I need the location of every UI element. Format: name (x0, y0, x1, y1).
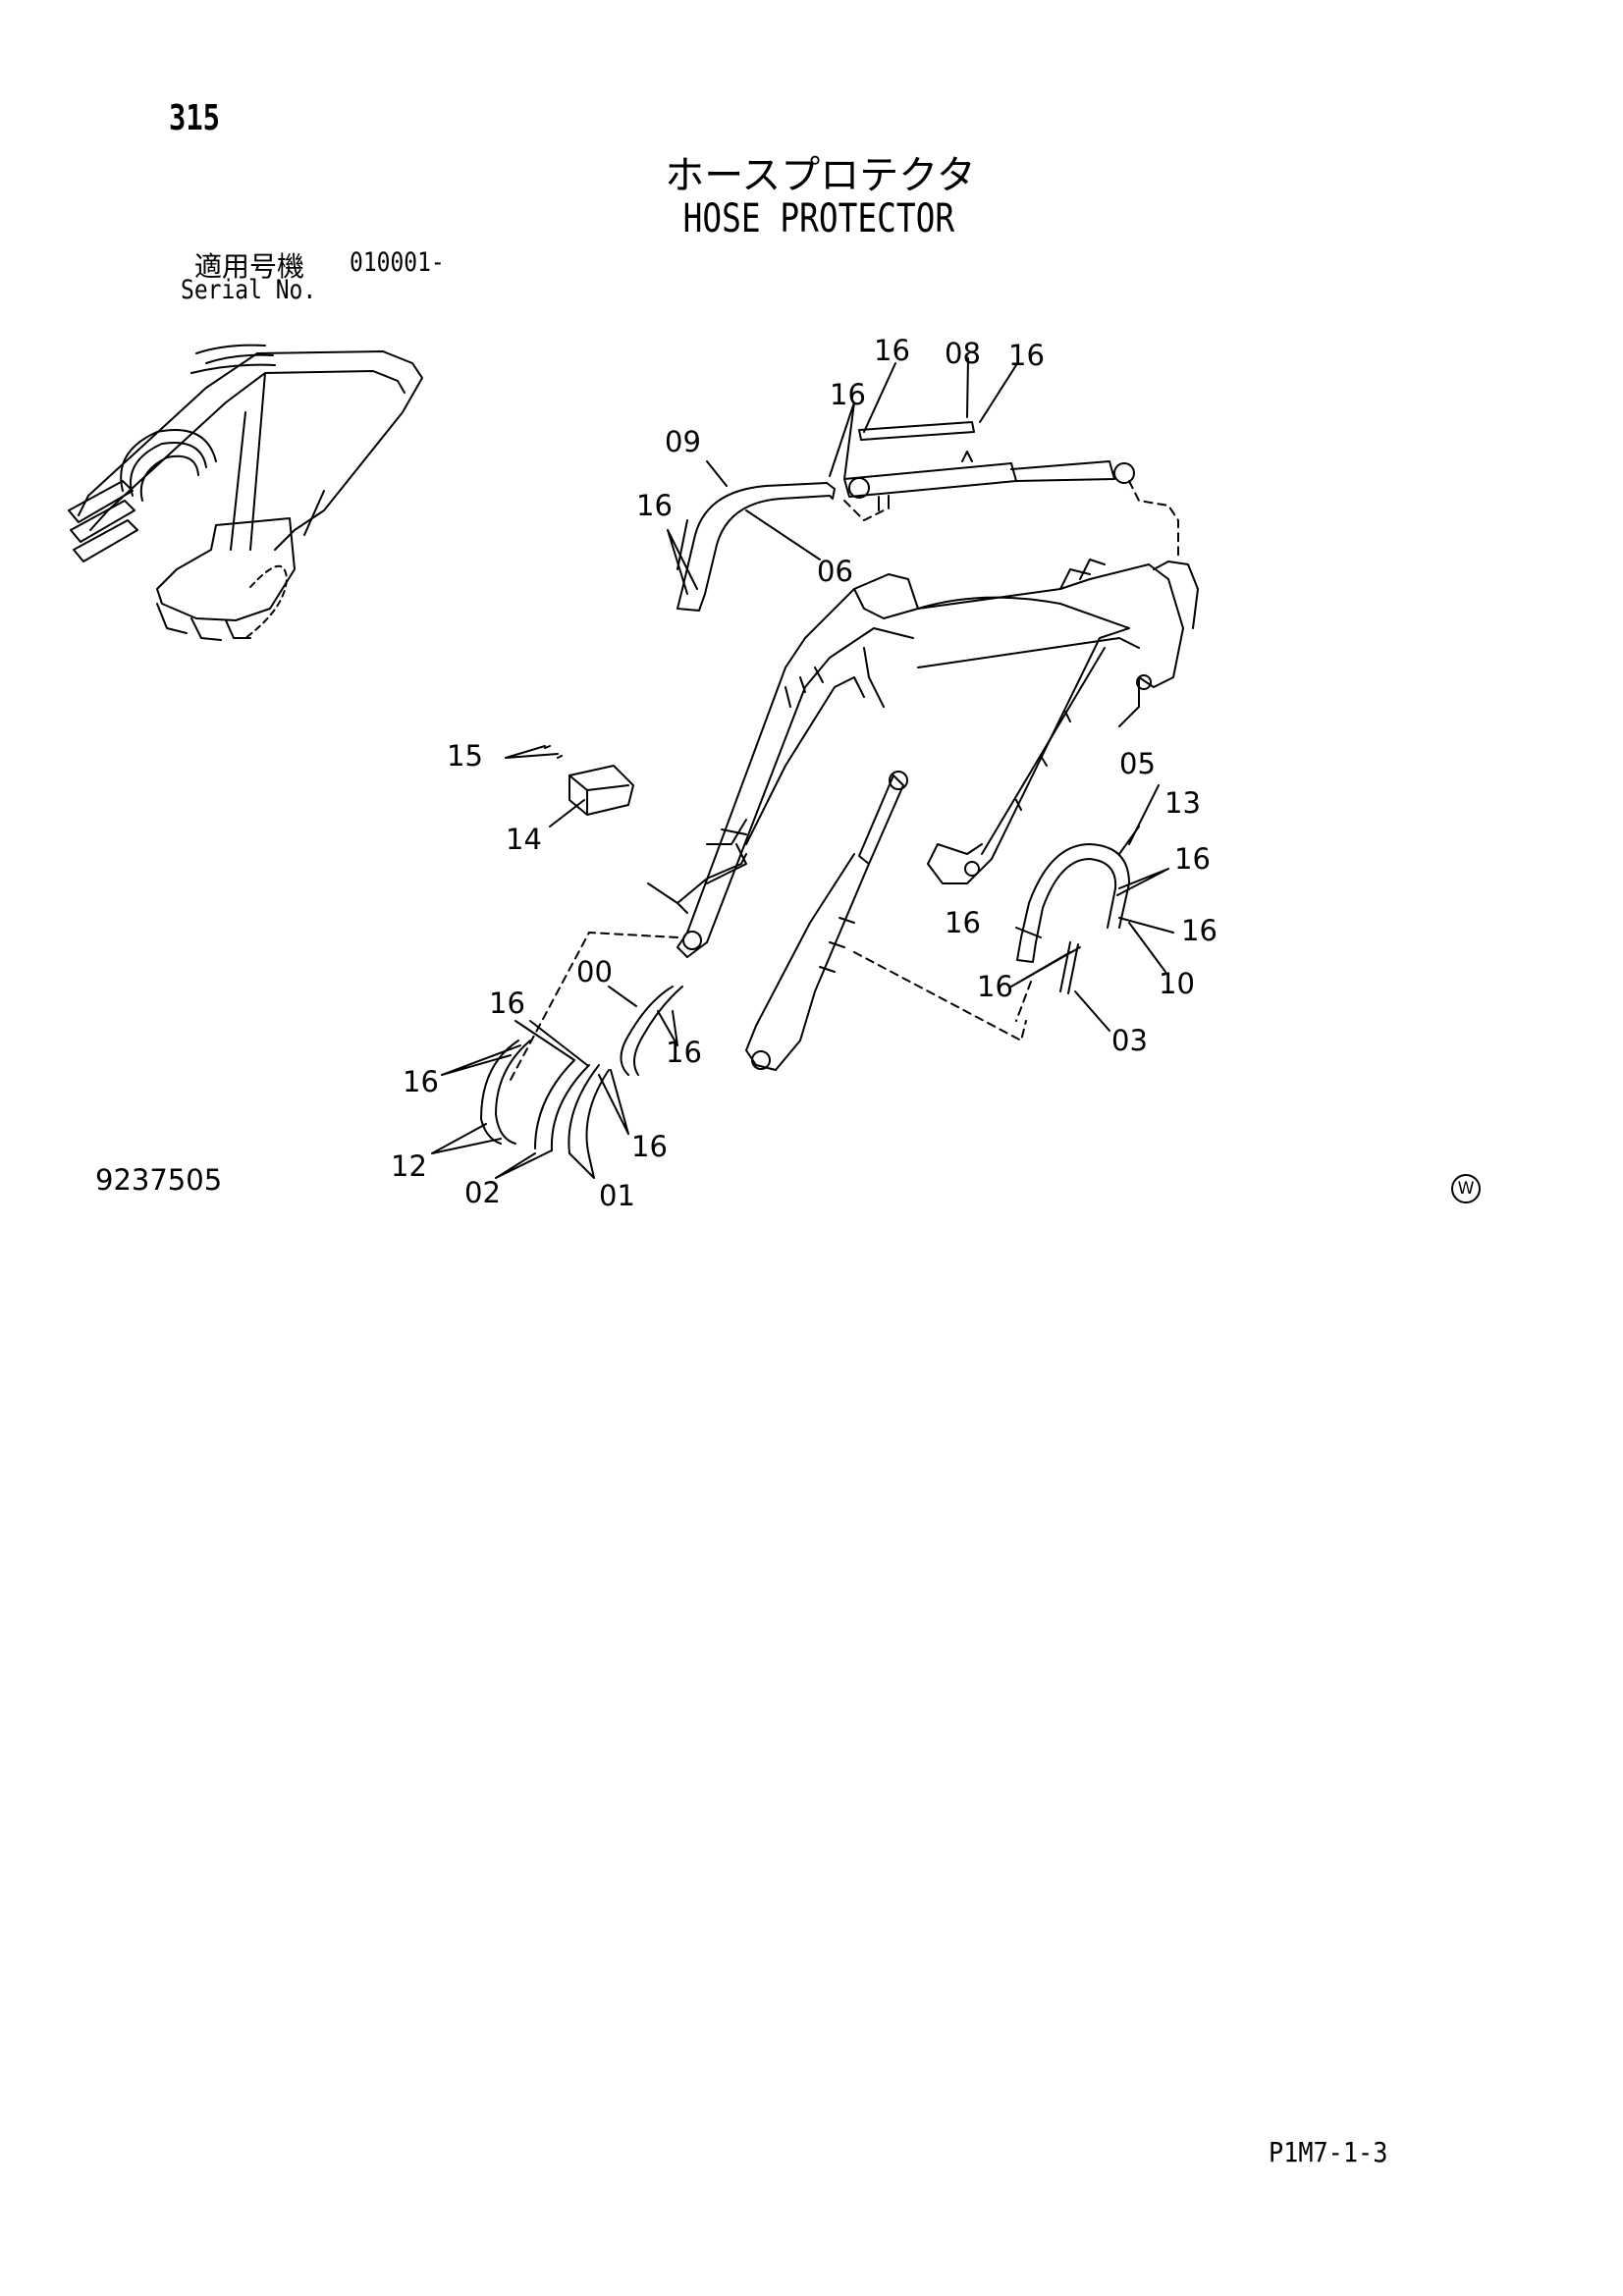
title-japanese: ホースプロテクタ (665, 153, 976, 198)
callout-16: 16 (631, 1130, 668, 1163)
callout-10: 10 (1159, 967, 1195, 1000)
callout-14: 14 (506, 823, 542, 856)
serial-number-value: 010001- (350, 247, 445, 278)
callout-16: 16 (489, 987, 525, 1020)
hose-08 (858, 421, 975, 441)
callout-16: 16 (830, 378, 866, 411)
title-english: HOSE PROTECTOR (682, 196, 955, 241)
callout-08: 08 (945, 337, 981, 370)
callout-15: 15 (447, 739, 483, 773)
parts-diagram: 16 08 16 16 09 16 06 15 14 05 13 16 16 1… (68, 334, 1217, 1212)
callout-16: 16 (945, 906, 981, 939)
serial-label-japanese: 適用号機 (194, 250, 305, 283)
callout-16: 16 (666, 1036, 702, 1069)
page-number: 315 (169, 98, 221, 138)
overview-thumbnail (68, 344, 423, 641)
callout-00: 00 (576, 955, 613, 988)
callout-12: 12 (391, 1149, 427, 1183)
arm-cylinder-top (843, 451, 1179, 561)
callout-01: 01 (599, 1179, 635, 1212)
copyright-mark: W (1451, 1174, 1481, 1203)
callout-16: 16 (1174, 842, 1211, 876)
callout-09: 09 (665, 425, 701, 458)
hose-09-06 (676, 482, 836, 612)
drawing-number: 9237505 (95, 1163, 223, 1197)
page-code: P1M7-1-3 (1269, 2136, 1388, 2168)
callout-labels: 16 08 16 16 09 16 06 15 14 05 13 16 16 1… (391, 334, 1217, 1212)
callout-16: 16 (874, 334, 910, 367)
callout-06: 06 (817, 555, 853, 588)
callout-03: 03 (1111, 1024, 1148, 1057)
callout-16: 16 (403, 1065, 439, 1098)
callout-16: 16 (1008, 339, 1045, 372)
callout-16: 16 (1181, 914, 1217, 947)
hose-03 (1059, 941, 1079, 994)
hose-05 (1016, 843, 1130, 963)
boom-structure (647, 559, 1199, 958)
callout-16: 16 (977, 970, 1013, 1003)
callout-13: 13 (1164, 786, 1201, 820)
callout-05: 05 (1119, 747, 1156, 780)
callout-16: 16 (636, 489, 673, 522)
serial-label-english: Serial No. (181, 275, 317, 305)
callout-02: 02 (464, 1176, 501, 1209)
protector-14 (544, 745, 634, 816)
bucket-cylinder (745, 771, 1032, 1071)
